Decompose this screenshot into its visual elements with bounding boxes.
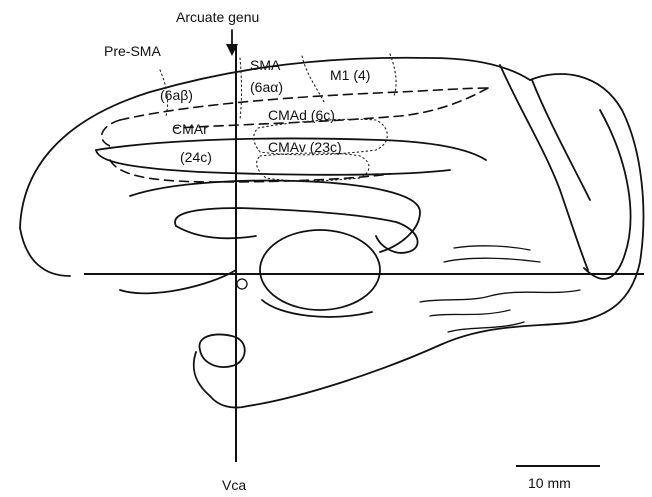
label-cmar-area: (24c) [180,149,212,165]
label-cmar: CMAr [172,121,208,137]
lower-structures [199,246,580,367]
label-cmad: CMAd (6c) [268,107,335,123]
label-pre-sma-area: (6aβ) [160,87,193,103]
label-sma: SMA [250,57,281,73]
corpus-callosum [96,138,486,310]
label-pre-sma: Pre-SMA [104,43,161,59]
label-cmav: CMAv (23c) [268,139,342,155]
label-arcuate-genu: Arcuate genu [176,9,259,25]
label-scale-bar: 10 mm [528,475,571,491]
label-vca: Vca [222,477,246,493]
label-sma-area: (6aα) [250,79,283,95]
label-m1: M1 (4) [330,67,370,83]
occipital-curves [500,65,631,279]
